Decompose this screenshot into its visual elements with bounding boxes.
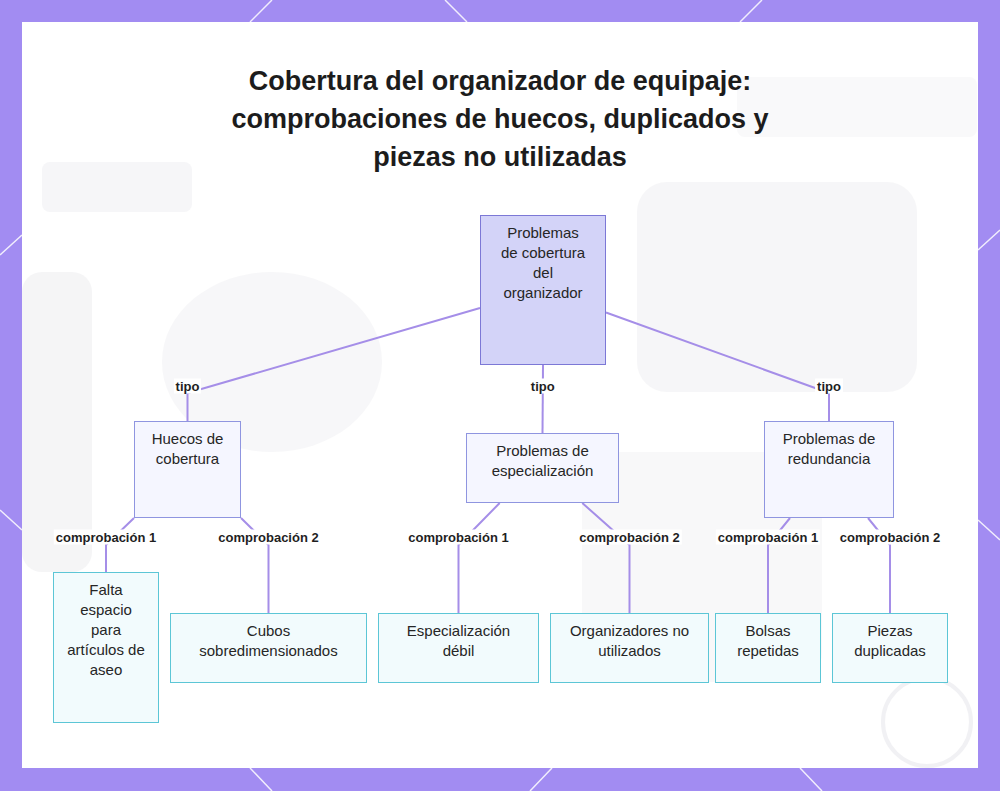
connector-path [188,308,481,421]
faded-shape [22,272,92,572]
node-text: Problemas de especialización [483,441,602,481]
check-box: Bolsas repetidas [715,613,821,683]
node-text: Piezas duplicadas [845,621,935,661]
edge-label: comprobación 2 [216,530,320,545]
edge-label: comprobación 2 [577,530,681,545]
check-box: Organizadores no utilizados [550,613,709,683]
faded-shape [637,182,917,392]
check-box: Piezas duplicadas [832,613,948,683]
deco-line [978,520,1000,540]
edge-label: comprobación 2 [838,530,942,545]
connector-line [542,365,544,433]
deco-line [978,230,1000,250]
node-text: Problemas de cobertura del organizador [499,223,587,303]
connector-path [542,365,545,433]
node-text: Especialización débil [391,621,526,661]
deco-line [250,768,272,791]
connector-path [582,503,629,613]
connector-path [606,313,829,422]
category-box: Problemas de redundancia [764,421,894,518]
deco-line [530,768,552,791]
edge-label: comprobación 1 [54,530,158,545]
connector-path [459,503,500,613]
deco-line [0,235,22,255]
connector-line [459,503,500,613]
diagram-title: Cobertura del organizador de equipaje: c… [220,62,780,176]
connector-line [188,308,481,421]
node-text: Cubos sobredimensionados [183,621,354,661]
deco-line [740,0,762,22]
edge-label: tipo [174,379,202,394]
category-box: Huecos de cobertura [134,421,241,518]
check-box: Cubos sobredimensionados [170,613,367,683]
watermark-logo [883,678,971,766]
connector-line [106,518,134,572]
node-text: Organizadores no utilizados [563,621,696,661]
check-box: Falta espacio para artículos de aseo [53,572,159,723]
category-box: Problemas de especialización [466,433,619,503]
node-text: Problemas de redundancia [781,429,877,469]
deco-line [445,0,467,22]
connector-line [582,503,629,613]
root-box: Problemas de cobertura del organizador [480,215,606,365]
faded-shape [42,162,192,212]
deco-line [800,768,822,791]
edge-label: comprobación 1 [716,530,820,545]
faded-shape [737,77,977,137]
node-text: Huecos de cobertura [151,429,224,469]
connector-line [606,313,829,422]
node-text: Bolsas repetidas [728,621,808,661]
edge-label: tipo [529,379,557,394]
check-box: Especialización débil [378,613,539,683]
edge-label: comprobación 1 [406,530,510,545]
node-text: Falta espacio para artículos de aseo [66,580,146,680]
edge-label: tipo [815,379,843,394]
deco-line [250,0,272,22]
connector-path [106,518,134,572]
deco-line [0,510,22,530]
